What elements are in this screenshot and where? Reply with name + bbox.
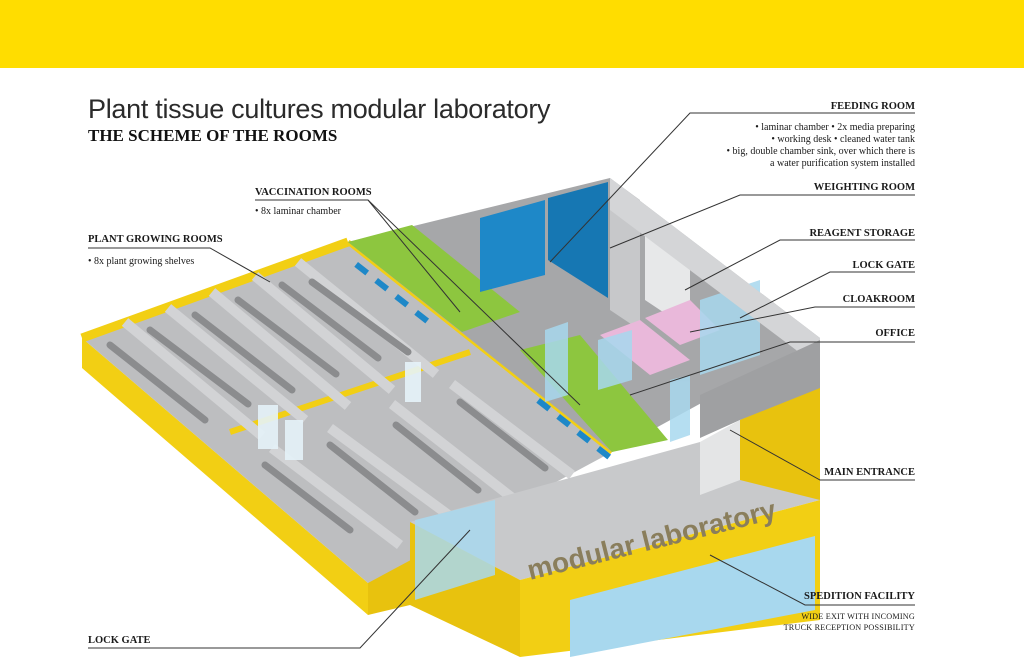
feeding-room-item-1: • laminar chamber • 2x media preparing: [755, 122, 915, 133]
label-plant-growing-rooms: PLANT GROWING ROOMS: [88, 234, 223, 245]
growing-shelves: [106, 278, 549, 534]
spedition-item-1: WIDE EXIT WITH INCOMING: [801, 612, 915, 621]
vaccination-floor: [348, 178, 820, 452]
label-main-entrance: MAIN ENTRANCE: [824, 467, 915, 478]
spedition-glass-wall: [570, 536, 815, 657]
label-lock-gate-bottom: LOCK GATE: [88, 635, 151, 646]
label-spedition-facility: SPEDITION FACILITY: [804, 591, 915, 602]
label-lock-gate-right: LOCK GATE: [852, 260, 915, 271]
top-banner: [0, 0, 1024, 68]
growing-block-left-wall: [82, 338, 368, 615]
label-cloakroom: CLOAKROOM: [842, 294, 915, 305]
lock-gate-glass: [415, 500, 495, 600]
laminar-chambers: [354, 262, 612, 460]
page-subtitle: THE SCHEME OF THE ROOMS: [88, 126, 338, 145]
label-reagent-storage: REAGENT STORAGE: [809, 228, 915, 239]
page-title: Plant tissue cultures modular laboratory: [88, 94, 551, 124]
label-office: OFFICE: [875, 328, 915, 339]
plant-growing-item-1: • 8x plant growing shelves: [88, 256, 195, 267]
label-vaccination-rooms: VACCINATION ROOMS: [255, 187, 372, 198]
feeding-room-item-3: • big, double chamber sink, over which t…: [726, 146, 915, 157]
feeding-room-wall-1: [480, 200, 545, 292]
label-feeding-room: FEEDING ROOM: [830, 101, 915, 112]
feeding-room-item-4: a water purification system installed: [770, 158, 915, 169]
spedition-item-2: TRUCK RECEPTION POSSIBILITY: [783, 623, 915, 632]
vaccination-item-1: • 8x laminar chamber: [255, 206, 341, 217]
feeding-room-item-2: • working desk • cleaned water tank: [771, 134, 915, 145]
feeding-room-wall-2: [548, 182, 608, 298]
leader-lines: [88, 112, 915, 649]
label-weighting-room: WEIGHTING ROOM: [813, 182, 915, 193]
